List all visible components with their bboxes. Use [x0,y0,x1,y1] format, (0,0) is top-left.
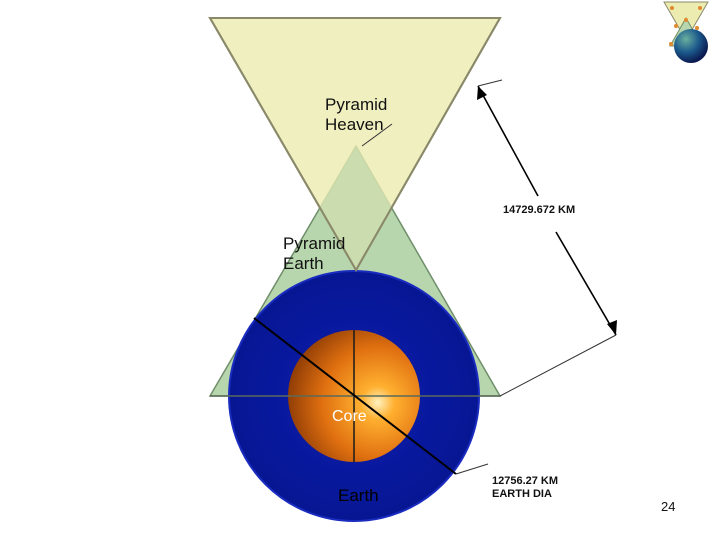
mini-diagram-icon [663,1,709,63]
pyramid-heaven-label: Pyramid Heaven [325,95,387,134]
pyramid-heaven-line2: Heaven [325,114,384,134]
earth-diameter-label: 12756.27 KM EARTH DIA [492,475,558,500]
pyramid-heaven-line1: Pyramid [325,95,388,114]
earth-diameter-line2: EARTH DIA [492,487,552,500]
heaven-label-leader [361,123,393,147]
earth-diameter-line1: 12756.27 KM [492,475,559,487]
pyramid-earth-line2: Earth [283,253,324,273]
distance-arrow-lower [555,231,617,336]
earth-label: Earth [338,486,379,505]
distance-heaven-label: 14729.672 KM [503,204,576,216]
core-label: Core [332,408,367,425]
pyramid-earth-label: Pyramid Earth [283,234,345,273]
pyramid-earth-line1: Pyramid [283,234,346,253]
distance-arrow-upper [477,85,539,197]
diameter-line [253,317,457,475]
page-number: 24 [661,499,676,514]
